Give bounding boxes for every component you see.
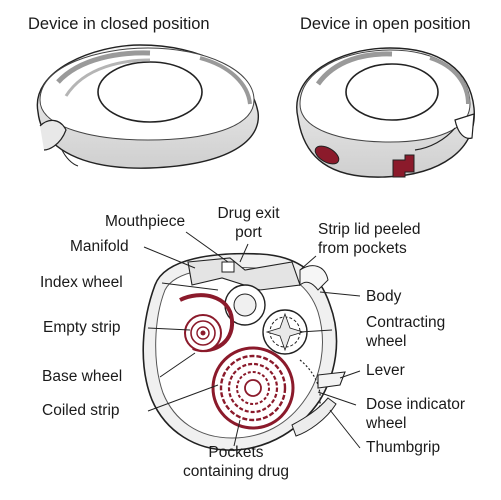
label-body: Body [366,288,402,305]
leader-lines [143,231,361,449]
label-dose-indicator-wheel-line1: Dose indicator [366,396,466,413]
label-strip-lid-line1: Strip lid peeled [318,221,421,238]
label-pockets-containing-drug: Pockets containing drug [171,443,301,481]
caption-closed-position: Device in closed position [28,15,210,33]
caption-open-position: Device in open position [300,15,471,33]
label-manifold: Manifold [70,238,129,255]
label-dose-indicator-wheel-line2: wheel [366,415,407,432]
label-pockets-line2: containing drug [183,463,289,480]
open-device [296,47,475,178]
label-index-wheel: Index wheel [40,274,123,291]
label-empty-strip: Empty strip [43,319,121,336]
label-lever: Lever [366,362,405,379]
label-dose-indicator-wheel: Dose indicator wheel [366,395,465,433]
label-drug-exit-port: Drug exit port [211,204,286,242]
cutaway-device [142,252,346,451]
label-contracting-wheel-line1: Contracting [366,314,446,331]
label-coiled-strip: Coiled strip [42,402,120,419]
label-base-wheel: Base wheel [42,368,123,385]
closed-device [36,44,259,169]
label-strip-lid-line2: from pockets [318,240,407,257]
label-drug-exit-port-line2: port [235,224,262,241]
label-drug-exit-port-line1: Drug exit [217,205,280,222]
label-contracting-wheel: Contracting wheel [366,313,445,351]
label-thumbgrip: Thumbgrip [366,439,441,456]
label-strip-lid: Strip lid peeled from pockets [318,220,421,258]
label-pockets-line1: Pockets [208,444,264,461]
label-contracting-wheel-line2: wheel [366,333,407,350]
label-mouthpiece: Mouthpiece [105,213,186,230]
